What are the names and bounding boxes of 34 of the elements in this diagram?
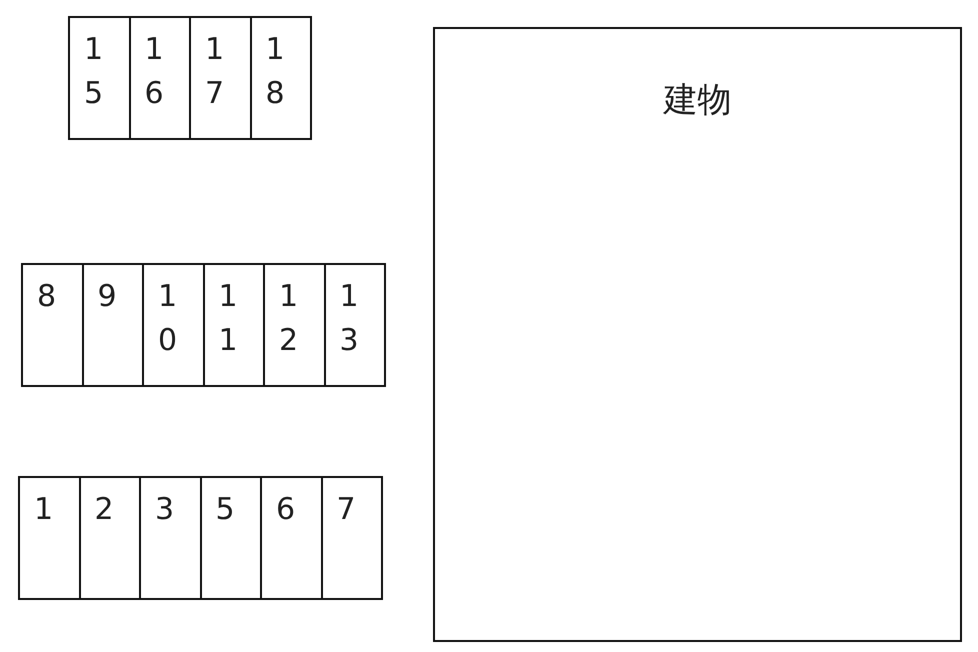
space-number: 6 [276,491,296,529]
parking-space [82,263,144,387]
space-number: 5 [216,491,236,529]
space-number: 18 [266,31,286,113]
space-number: 17 [205,31,226,113]
parking-space [263,263,326,387]
parking-space [142,263,204,387]
space-number: 1 [34,491,54,529]
space-number: 11 [218,278,239,360]
space-number: 7 [336,491,357,529]
building-label: 建物 [662,79,732,122]
space-number: 10 [158,278,178,360]
space-number: 8 [37,278,58,316]
space-number: 3 [155,491,176,529]
parking-space [260,476,322,600]
space-number: 12 [279,278,300,360]
parking-space [189,16,252,140]
space-number: 13 [340,278,360,360]
parking-space [21,263,84,387]
space-number: 15 [84,31,104,113]
parking-space [18,476,80,600]
parking-space [320,476,383,600]
parking-space [200,476,262,600]
space-number: 9 [98,278,118,316]
building-outline [433,27,962,642]
parking-space [128,16,191,140]
space-number: 2 [94,491,115,529]
parking-space [78,476,141,600]
space-number: 16 [144,31,165,113]
parking-space [68,16,130,140]
parking-space [139,476,202,600]
parking-space [324,263,386,387]
parking-space [250,16,312,140]
parking-space [202,263,265,387]
